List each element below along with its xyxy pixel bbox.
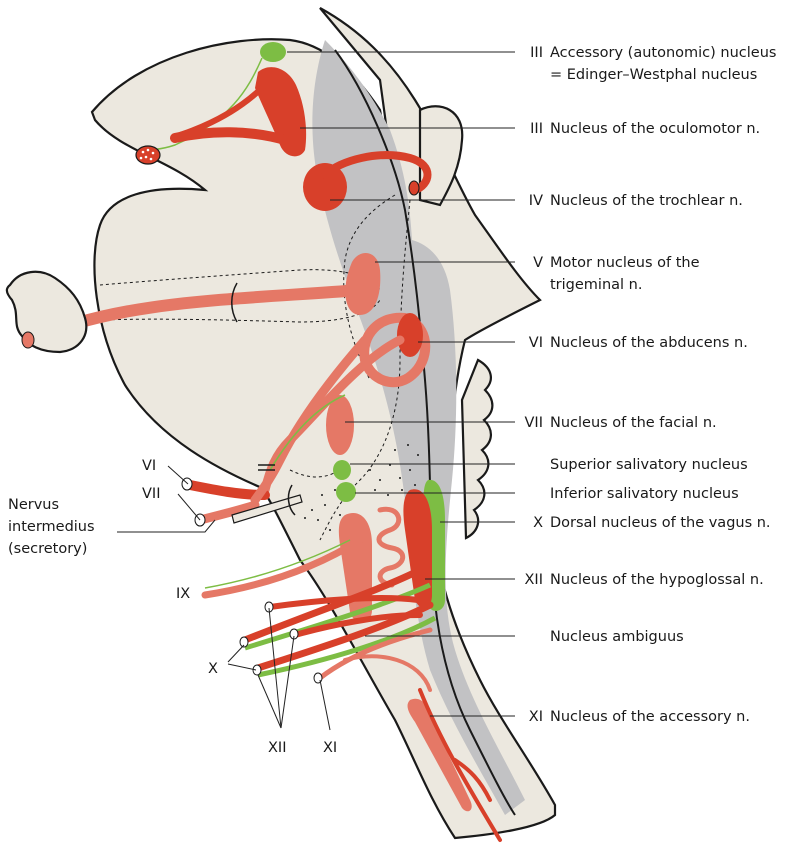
label-left-vi: VI (142, 458, 156, 474)
label-left-xi: XI (323, 740, 337, 756)
label-facial: Nucleus of the facial n. (550, 415, 717, 431)
label-roman-facial: VII (525, 415, 543, 431)
oculomotor-cut-end (136, 146, 160, 164)
label-roman-abducens: VI (529, 335, 543, 351)
label-roman-vagus: X (533, 515, 543, 531)
label-inferior-salivatory: Inferior salivatory nucleus (550, 486, 739, 502)
label-roman-hypoglossal: XII (525, 572, 544, 588)
edinger-westphal-nucleus (260, 42, 286, 62)
label-intermedius-line3: (secretory) (8, 541, 87, 557)
label-left-xii: XII (268, 740, 287, 756)
label-trochlear: Nucleus of the trochlear n. (550, 193, 743, 209)
superior-salivatory-nucleus (333, 460, 351, 480)
label-roman-ew: III (530, 45, 543, 61)
label-trigeminal-line2: trigeminal n. (550, 277, 642, 293)
label-roman-trochlear: IV (529, 193, 543, 209)
inferior-salivatory-nucleus (336, 482, 356, 502)
label-intermedius-line2: intermedius (8, 519, 95, 535)
label-vagus: Dorsal nucleus of the vagus n. (550, 515, 771, 531)
label-intermedius-line1: Nervus (8, 497, 59, 513)
label-oculomotor: Nucleus of the oculomotor n. (550, 121, 760, 137)
label-roman-oculomotor: III (530, 121, 543, 137)
trigeminal-nerve-end (22, 332, 34, 348)
label-hypoglossal: Nucleus of the hypoglossal n. (550, 572, 764, 588)
label-superior-salivatory: Superior salivatory nucleus (550, 457, 748, 473)
trigeminal-stump (7, 272, 86, 352)
trochlear-cut-end (409, 181, 419, 195)
label-trigeminal-line1: Motor nucleus of the (550, 255, 700, 271)
label-roman-accessory: XI (529, 709, 543, 725)
label-left-ix: IX (176, 586, 190, 602)
label-ew-line2: = Edinger–Westphal nucleus (550, 67, 757, 83)
label-ew-line1: Accessory (autonomic) nucleus (550, 45, 776, 61)
label-roman-trigeminal: V (533, 255, 543, 271)
label-left-x: X (208, 661, 218, 677)
label-nucleus-ambiguus: Nucleus ambiguus (550, 629, 684, 645)
abducens-nucleus (397, 313, 423, 357)
label-left-vii: VII (142, 486, 160, 502)
right-labels: III Accessory (autonomic) nucleus = Edin… (525, 45, 777, 725)
cerebellar-folia (462, 360, 492, 538)
label-abducens: Nucleus of the abducens n. (550, 335, 748, 351)
facial-nucleus (326, 395, 354, 455)
abducens-nerve-out (190, 485, 265, 495)
label-accessory: Nucleus of the accessory n. (550, 709, 750, 725)
